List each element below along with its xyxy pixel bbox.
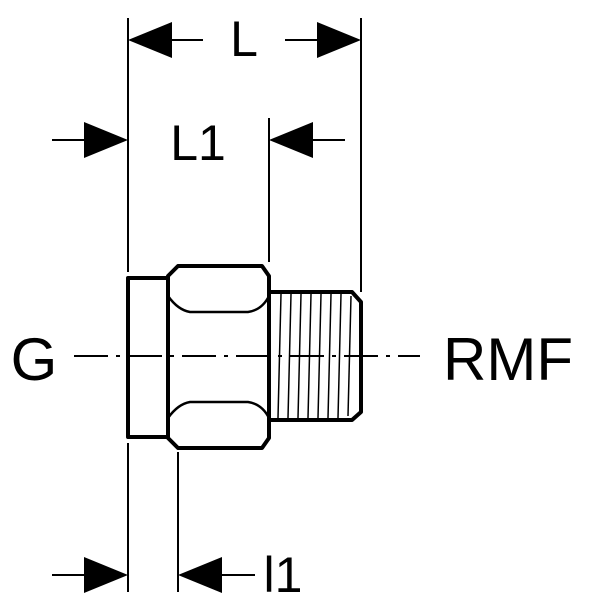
dimension-l1: l1 xyxy=(52,547,302,600)
thread-line xyxy=(337,293,342,419)
thread-line xyxy=(287,293,292,419)
label-L: L xyxy=(230,11,258,67)
dimension-L1: L1 xyxy=(52,115,345,171)
label-RMF: RMF xyxy=(443,326,573,393)
dimension-L: L xyxy=(128,11,361,67)
fitting-left-collar xyxy=(126,276,170,439)
label-l1: l1 xyxy=(264,547,303,600)
arrow-L1-right xyxy=(269,122,313,158)
label-G: G xyxy=(11,326,58,393)
extension-lines xyxy=(127,18,362,592)
hex-face-top xyxy=(166,295,271,314)
arrow-L1-left xyxy=(84,122,128,158)
thread-line xyxy=(327,293,332,419)
arrow-l1-right xyxy=(178,557,222,593)
label-L1: L1 xyxy=(170,115,226,171)
hex-face-bottom xyxy=(166,400,271,419)
arrow-L-left xyxy=(128,22,172,58)
arrow-l1-left xyxy=(84,557,128,593)
fitting-hex-nut xyxy=(166,264,271,450)
arrow-L-right xyxy=(317,22,361,58)
